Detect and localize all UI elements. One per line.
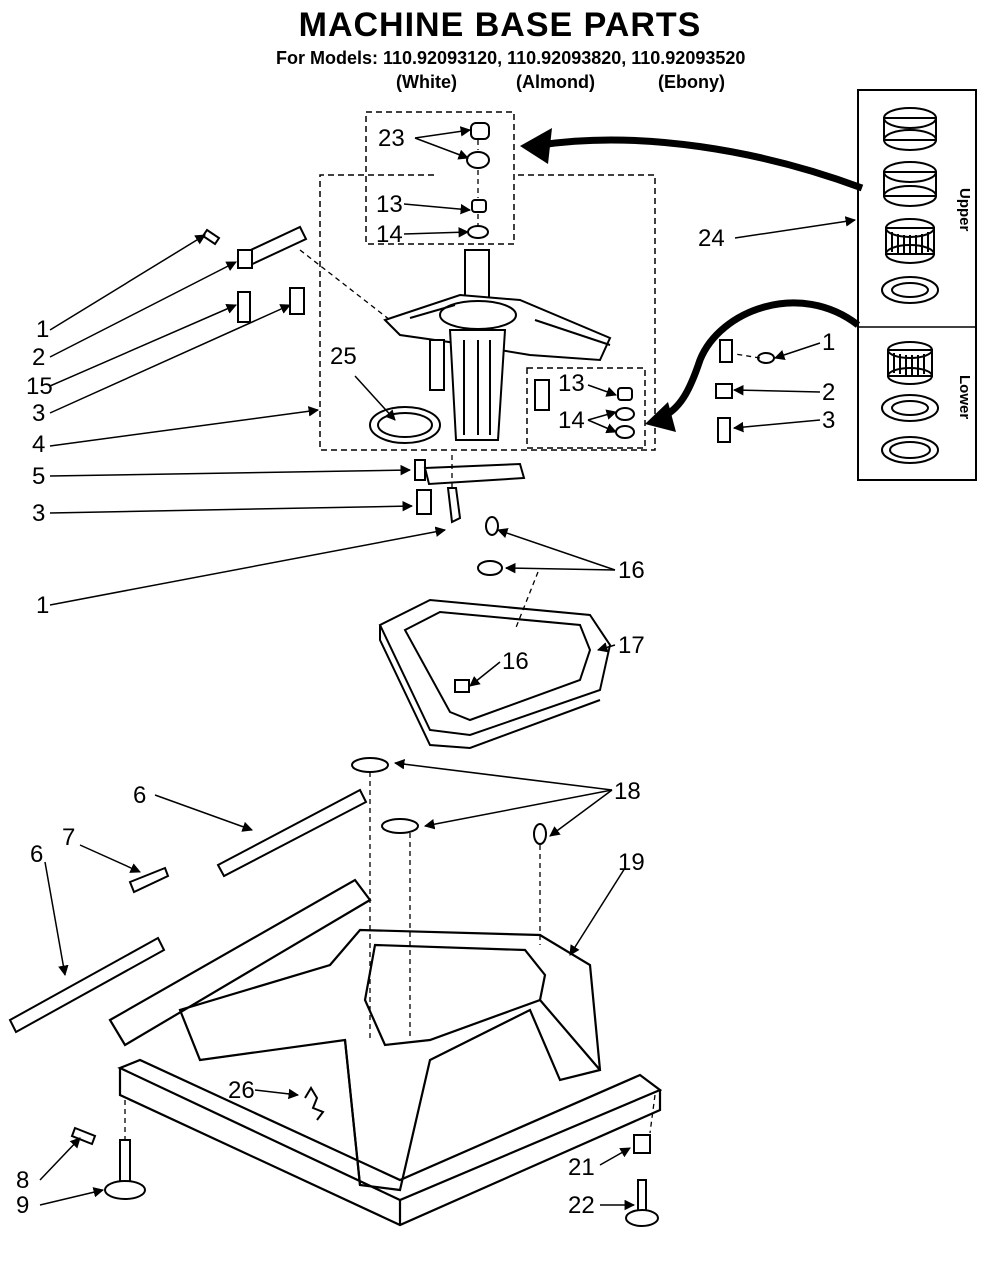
top-parts-icon — [466, 122, 490, 239]
callout-24: 24 — [698, 225, 725, 252]
callout-7: 7 — [62, 824, 75, 851]
callout-3-left: 3 — [32, 400, 45, 427]
dashed-box-right — [526, 367, 646, 449]
lower-bushing-icon — [887, 341, 933, 385]
upper-seal-icon — [883, 107, 937, 151]
upper-bushing-icon — [885, 218, 935, 264]
callout-15: 15 — [26, 373, 53, 400]
callout-19: 19 — [618, 849, 645, 876]
kit-label-upper: Upper — [956, 188, 973, 232]
callout-22: 22 — [568, 1192, 595, 1219]
callout-2-right: 2 — [822, 379, 835, 406]
suspension-frame-17 — [378, 598, 612, 750]
left-bracket-parts-icon — [201, 225, 308, 323]
callout-6-lower: 6 — [30, 841, 43, 868]
callout-25: 25 — [330, 343, 357, 370]
dashed-box-main — [319, 174, 656, 451]
brake-bracket-icon — [414, 459, 526, 524]
variant-white: (White) — [396, 72, 457, 92]
big-arrow-upper — [539, 136, 864, 192]
lower-seal-icon — [881, 436, 939, 464]
callout-18: 18 — [614, 778, 641, 805]
right-small-parts-icon — [615, 387, 635, 439]
callout-13-top: 13 — [376, 191, 403, 218]
big-arrow-upper-head — [520, 128, 552, 164]
right-bracket-parts-icon — [715, 339, 775, 443]
callout-14-right: 14 — [558, 407, 585, 434]
callout-16-mid: 16 — [502, 648, 529, 675]
models-line: For Models: 110.92093120, 110.92093820, … — [276, 48, 746, 68]
seal-25-icon — [369, 406, 441, 444]
variant-ebony: (Ebony) — [658, 72, 725, 92]
callout-3-right: 3 — [822, 407, 835, 434]
upper-bearing-icon — [883, 161, 937, 207]
callout-leaders — [39, 126, 857, 1211]
pads-16-icon — [454, 516, 503, 693]
callout-6-upper: 6 — [133, 782, 146, 809]
callout-2-left: 2 — [32, 344, 45, 371]
callout-numbers: 23 13 14 24 1 2 15 3 4 25 13 14 1 2 3 5 … — [16, 125, 835, 1219]
dashed-box-top — [365, 111, 515, 245]
dashed-guides — [124, 140, 761, 1140]
dashed-box-transmission — [319, 111, 656, 451]
callout-4: 4 — [32, 431, 45, 458]
callout-13-right: 13 — [558, 370, 585, 397]
callout-5: 5 — [32, 463, 45, 490]
callout-23: 23 — [378, 125, 405, 152]
callout-1-left: 1 — [36, 316, 49, 343]
upper-ring-icon — [881, 276, 939, 304]
part-26-clip-icon — [304, 1086, 325, 1121]
lower-ring-icon — [881, 394, 939, 422]
callout-9: 9 — [16, 1192, 29, 1219]
callout-3-mid: 3 — [32, 500, 45, 527]
callout-1-mid: 1 — [36, 592, 49, 619]
callout-26: 26 — [228, 1077, 255, 1104]
leveling-legs-icon — [70, 1126, 659, 1227]
callout-21: 21 — [568, 1154, 595, 1181]
transmission-assembly — [383, 249, 612, 441]
callout-8: 8 — [16, 1167, 29, 1194]
variant-almond: (Almond) — [516, 72, 595, 92]
callout-14-top: 14 — [376, 221, 403, 248]
page-title: MACHINE BASE PARTS — [298, 6, 702, 44]
parts-18-icon — [351, 757, 547, 845]
kit-label-lower: Lower — [956, 375, 973, 419]
bearing-kit-box: Upper Lower — [857, 89, 977, 481]
big-arrow-lower — [658, 299, 861, 422]
callout-16-top: 16 — [618, 557, 645, 584]
callout-1-right: 1 — [822, 329, 835, 356]
callout-17: 17 — [618, 632, 645, 659]
big-arrow-lower-head — [645, 402, 676, 432]
rails-6-icon — [8, 788, 368, 1034]
